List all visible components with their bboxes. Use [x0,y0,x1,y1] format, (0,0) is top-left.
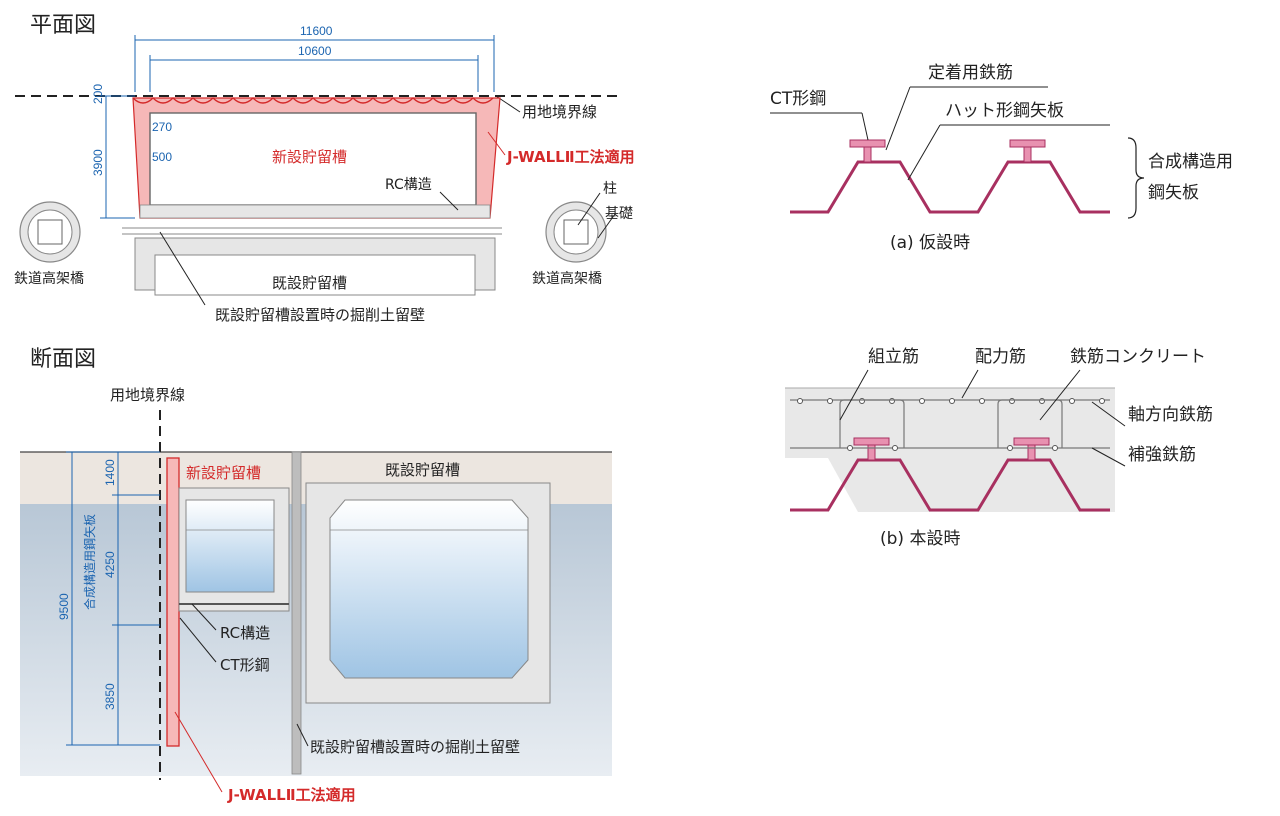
plan-viaduct-left-label: 鉄道高架橋 [14,270,84,287]
plan-view: 平面図 用地境界線 11600 10600 200 3900 270 500 新… [14,13,635,324]
detail-a-anchor-label: 定着用鉄筋 [928,63,1013,83]
plan-new-tank-label: 新設貯留槽 [272,148,347,166]
composite-sheet-label: 合成構造用鋼矢板 [82,514,97,610]
dim-10600: 10600 [298,44,332,58]
detail-a-composite-2: 鋼矢板 [1148,183,1199,203]
section-jwall-label: J-WALLⅡ工法適用 [227,786,356,804]
plan-foundation-label: 基礎 [605,205,633,222]
dim-11600: 11600 [300,24,333,38]
plan-jwall-label: J-WALLⅡ工法適用 [506,148,635,166]
detail-a-ct-label: CT形鋼 [770,89,826,109]
section-retaining-pile [291,451,302,775]
detail-b-caption: (b) 本設時 [880,529,960,549]
plan-retaining-label: 既設貯留槽設置時の掘削土留壁 [215,306,425,324]
section-view: 断面図 用地境界線 1400 4250 3850 9500 合成構造用鋼矢板 新… [20,347,612,804]
dim-9500: 9500 [57,593,71,620]
plan-viaduct-left [19,201,81,263]
detail-b-hat-sheet [790,458,1110,512]
detail-b: 組立筋 配力筋 鉄筋コンクリート 軸方向鉄筋 補強鉄筋 (b) 本設時 [785,347,1213,549]
detail-a-composite-1: 合成構造用 [1148,152,1233,172]
section-ct-label: CT形鋼 [220,656,270,674]
plan-rc-label: RC構造 [385,177,432,193]
detail-b-distribution-label: 配力筋 [975,347,1026,367]
plan-pillar-label: 柱 [603,181,617,197]
dim-500: 500 [152,150,172,164]
dim-270: 270 [152,120,172,134]
plan-boundary-label: 用地境界線 [522,103,597,121]
dim-4250: 4250 [103,551,117,578]
detail-a: CT形鋼 定着用鉄筋 ハット形鋼矢板 合成構造用 鋼矢板 (a) 仮設時 [770,63,1233,253]
section-new-tank-label: 新設貯留槽 [186,464,261,482]
detail-b-assembly-label: 組立筋 [868,347,919,367]
section-existing-label: 既設貯留槽 [385,461,460,479]
plan-viaduct-right-label: 鉄道高架橋 [532,270,602,287]
detail-a-caption: (a) 仮設時 [890,233,970,253]
plan-viaduct-right [545,201,607,263]
dim-3900: 3900 [91,149,105,176]
detail-a-hat-label: ハット形鋼矢板 [945,101,1064,121]
plan-title: 平面図 [30,13,96,38]
section-rc-label: RC構造 [220,624,270,642]
dim-3850: 3850 [103,683,117,710]
detail-b-axial-label: 軸方向鉄筋 [1128,405,1213,425]
section-title: 断面図 [30,347,96,372]
section-jwall-pile [166,457,180,747]
section-boundary-label: 用地境界線 [110,386,185,404]
section-retaining-label: 既設貯留槽設置時の掘削土留壁 [310,738,520,756]
plan-retaining-wall [122,227,502,235]
detail-a-hat-sheet [790,160,1110,214]
plan-existing-label: 既設貯留槽 [272,274,347,292]
detail-b-rc-label: 鉄筋コンクリート [1070,347,1206,367]
dim-200: 200 [91,84,105,104]
dim-1400: 1400 [103,459,117,486]
detail-b-reinforce-label: 補強鉄筋 [1128,445,1196,465]
